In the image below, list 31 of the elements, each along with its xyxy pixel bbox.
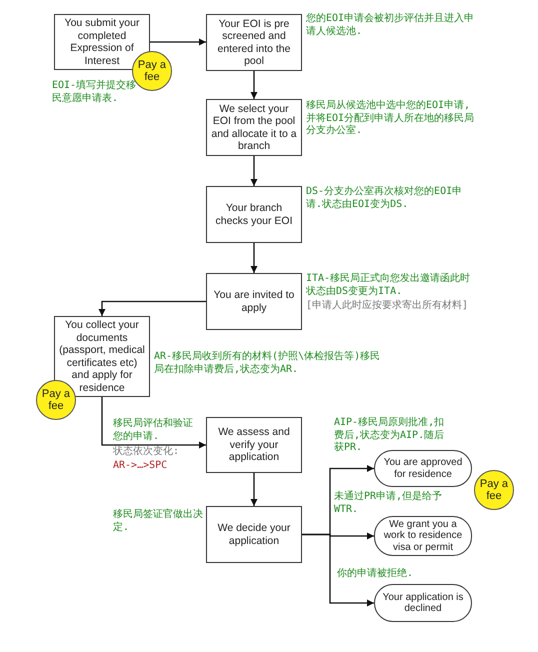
outcome-terminal: Your application is declined [374, 584, 472, 622]
arrow [302, 534, 374, 606]
arrow [250, 473, 258, 506]
process-box: Your branch checks your EOI [206, 186, 302, 243]
outcome-terminal: We grant you a work to residence visa or permit [374, 516, 472, 556]
process-box: We assess and verify your application [206, 417, 302, 473]
annotation-text: 未通过PR申请,但是给予WTR. [334, 491, 444, 516]
arrow [101, 397, 206, 448]
fee-circle: Pay a fee [36, 380, 76, 420]
arrow [250, 156, 258, 186]
annotation-text: [申请人此时应按要求寄出所有材料] [306, 300, 470, 312]
arrow [150, 38, 206, 46]
process-box: We decide your application [206, 506, 302, 563]
arrow [250, 243, 258, 273]
process-box: We select your EOI from the pool and allocate it to a branch [206, 99, 302, 156]
annotation-text: AR-移民局收到所有的材料(护照\体检报告等)移民局在扣除申请费后,状态变为AR. [154, 351, 382, 376]
annotation-text: DS-分支办公室再次核对您的EOI申请.状态由EOI变为DS. [306, 186, 464, 211]
process-box: You are invited to apply [206, 273, 302, 330]
annotation-text: 你的申请被拒绝. [337, 568, 414, 580]
arrow [250, 71, 258, 99]
annotation-text: 移民局评估和验证您的申请. [113, 418, 194, 443]
annotation-text: 移民局签证官做出决定. [113, 509, 204, 534]
fee-circle: Pay a fee [474, 470, 514, 510]
arrow [98, 300, 206, 316]
process-box: Your EOI is pre screened and entered into the pool [206, 14, 302, 71]
annotation-text: 您的EOI申请会被初步评估并且进入申请人候选池. [306, 13, 476, 38]
outcome-terminal: You are approved for residence [374, 450, 472, 487]
annotation-text: ITA-移民局正式向您发出邀请函此时状态由DS变更为ITA. [306, 273, 472, 298]
annotation-text: 状态依次变化: [113, 446, 180, 458]
annotation-text: 移民局从候选池中选中您的EOI申请,并将EOI分配到申请人所在地的移民局分支办公室. [306, 100, 476, 138]
annotation-text: AR->…>SPC [113, 460, 168, 472]
